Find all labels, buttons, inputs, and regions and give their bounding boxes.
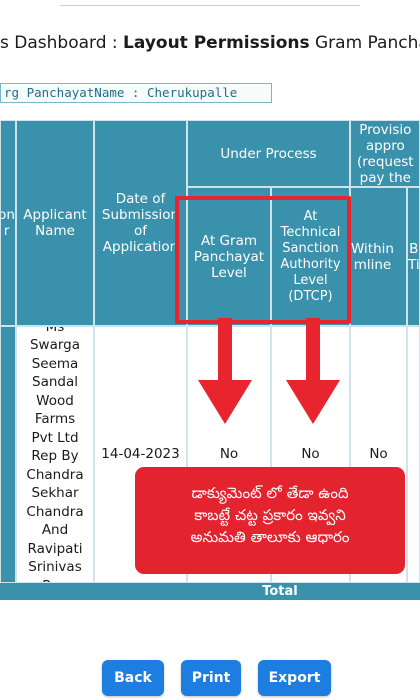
cell-date: 14-04-2023 [94,326,187,583]
print-button[interactable]: Print [181,660,241,696]
panchayat-name-label: rg PanchayatName : Cherukupalle [0,83,272,103]
down-arrow-icon [286,318,340,424]
highlight-box [175,196,351,324]
subheader-b: B Ti [407,187,420,326]
subheader-within-timeline: Within mline [350,187,407,326]
subheader-technical-sanction-level: At Technical Sanction Authority Level (D… [271,187,350,326]
col-header-date-of-submission: Date of Submission of Application [94,120,187,326]
overlay-line-3: అనుమతి తాలూకు ఆధారం [190,528,350,546]
export-button[interactable]: Export [258,660,331,696]
overlay-line-2: కాబట్టే చట్ట ప్రకారం ఇవ్వని [194,506,346,524]
col-header-applicant-name: Applicant Name [16,120,94,326]
total-row: Total [0,583,420,600]
total-label: Total [262,584,298,599]
down-arrow-icon [198,318,252,424]
group-header-under-process: Under Process [187,120,350,187]
telugu-annotation-overlay: డాక్యుమెంట్ లో తేడా ఉంది కాబట్టే చట్ట ప్… [135,467,405,574]
page-title: s Dashboard : Layout Permissions Gram Pa… [0,33,420,53]
top-divider [60,0,360,6]
group-header-provision: Provisio appro (request pay the [350,120,420,187]
col-header-first: on r [0,120,16,326]
back-button[interactable]: Back [102,660,164,696]
row-first-cell [0,326,16,583]
overlay-line-1: డాక్యుమెంట్ లో తేడా ఉంది [191,484,349,502]
cell-b [407,326,420,583]
cell-applicant-name: Ms Swarga Seema Sandal Wood Farms Pvt Lt… [16,326,94,583]
subheader-gram-panchayat-level: At Gram Panchayat Level [187,187,271,326]
